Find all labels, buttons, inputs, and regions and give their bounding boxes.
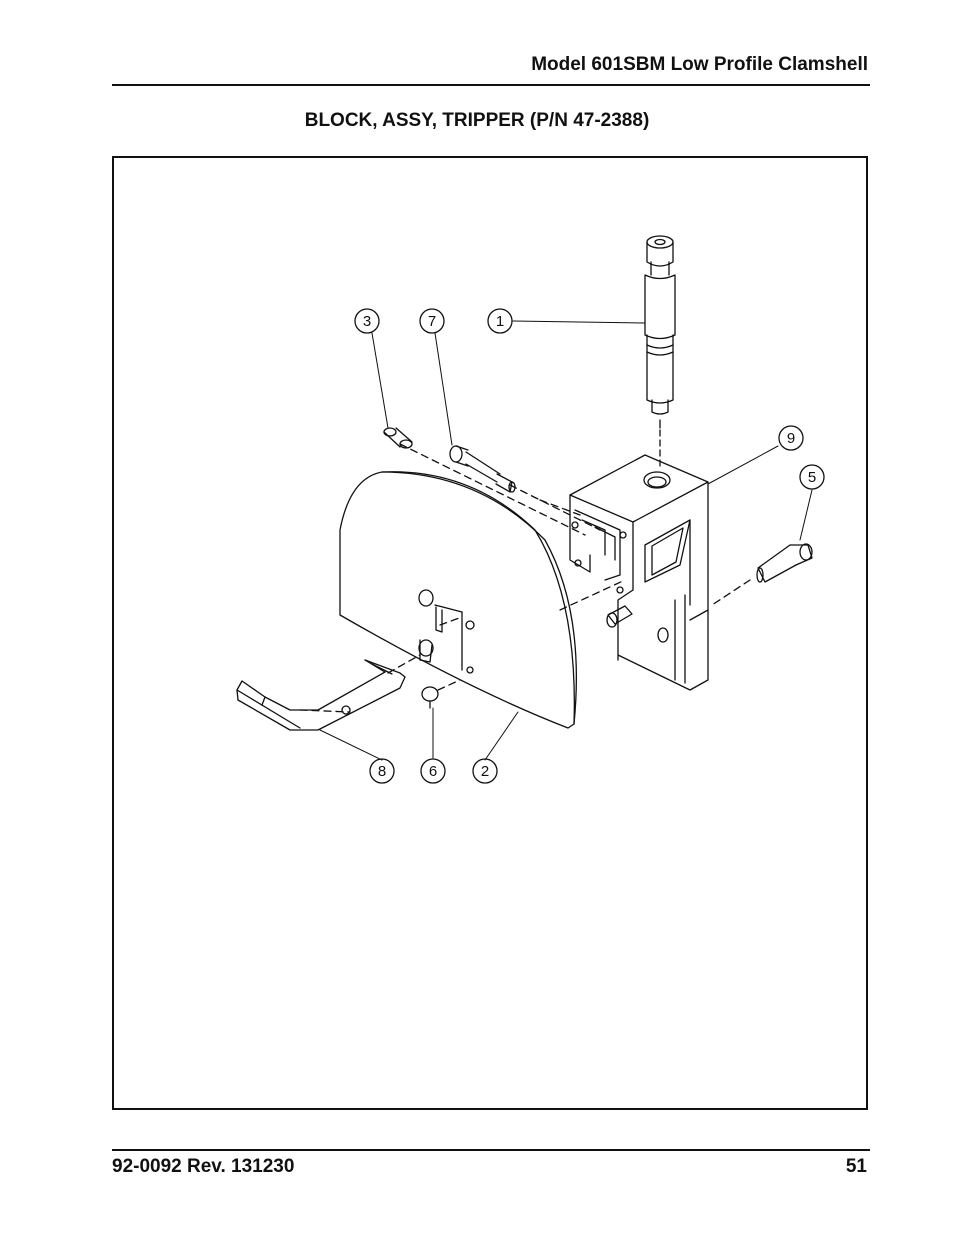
part-1-shaft (644, 235, 676, 429)
callout-7-circle (419, 308, 445, 334)
section-title: BLOCK, ASSY, TRIPPER (P/N 47-2388) (304, 110, 650, 131)
callout-6-label: 6 (429, 763, 437, 780)
callout-1-circle (487, 308, 513, 334)
callout-9-label: 9 (787, 430, 795, 447)
callout-9-circle (778, 425, 804, 451)
footer-page-number: 51 (845, 1156, 867, 1177)
footer-rule (112, 1149, 870, 1151)
part-6-screw (421, 686, 439, 709)
header-title: Model 601SBM Low Profile Clamshell (531, 54, 868, 75)
header-rule (112, 84, 870, 86)
part-8-arm (236, 659, 406, 731)
callout-3-label: 3 (363, 313, 371, 330)
part-9-block (569, 454, 709, 691)
part-7-bolt (449, 445, 516, 493)
callout-7-label: 7 (428, 313, 436, 330)
footer-doc-number: 92-0092 Rev. 131230 (112, 1156, 295, 1177)
part-5-screw (756, 543, 813, 583)
callout-6-circle (420, 758, 446, 784)
callout-8-circle (369, 758, 395, 784)
callout-5-circle (799, 464, 825, 490)
callout-5-label: 5 (808, 469, 816, 486)
figure-frame (112, 156, 868, 1110)
part-3-bushing (383, 427, 413, 449)
callout-2-label: 2 (481, 763, 489, 780)
callout-1-label: 1 (496, 313, 504, 330)
callout-8-label: 8 (378, 763, 386, 780)
callout-3-circle (354, 308, 380, 334)
callout-2-circle (472, 758, 498, 784)
part-2-plate (339, 471, 578, 729)
